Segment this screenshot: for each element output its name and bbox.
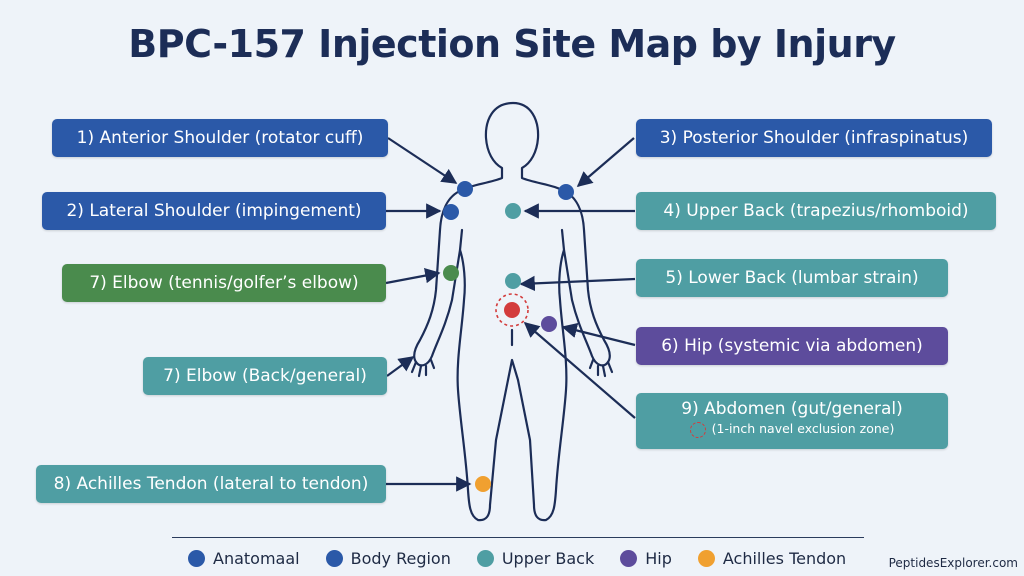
legend-item: Upper Back [476, 548, 595, 568]
site-elbow [443, 265, 459, 281]
callout-lateral-shoulder: 2) Lateral Shoulder (impingement) [42, 192, 386, 230]
site-lateral-shoulder [443, 204, 459, 220]
torso-arm-gap-right [560, 228, 566, 252]
head-outline [413, 101, 611, 522]
callout-abdomen-note: (1-inch navel exclusion zone) [636, 420, 948, 438]
callout-abdomen-label: 9) Abdomen (gut/general) [681, 399, 903, 419]
arrow-hip [561, 322, 636, 347]
legend-dot-icon [620, 549, 638, 567]
legend-dot-icon [325, 549, 343, 567]
arrow-lower-back [519, 275, 636, 292]
legend-dot-icon [476, 549, 494, 567]
legend-dot-icon [697, 549, 715, 567]
legend-item: Achilles Tendon [697, 548, 847, 568]
legend-item: Hip [620, 549, 672, 568]
legend-item: Anatomaal [188, 549, 300, 568]
arrow-abdomen [523, 321, 636, 419]
site-watermark: PeptidesExplorer.com [888, 556, 1018, 570]
site-lower-back [505, 273, 521, 289]
arrow-posterior-shoulder [576, 137, 635, 188]
callout-hip: 6) Hip (systemic via abdomen) [636, 327, 948, 365]
page-title: BPC-157 Injection Site Map by Injury [128, 22, 896, 66]
callout-upper-back: 4) Upper Back (trapezius/rhomboid) [636, 192, 996, 230]
navel-exclusion-ring-icon [689, 421, 706, 438]
site-hip [541, 316, 557, 332]
site-navel-exclusion-ring [495, 293, 529, 327]
site-anterior-shoulder [457, 181, 473, 197]
legend-dot-icon [188, 549, 205, 567]
injection-sites [443, 181, 574, 492]
legend-label: Anatomaal [213, 548, 300, 568]
legend: Anatomaal Body Region Upper Back Hip Ach… [188, 546, 846, 570]
legend-divider [172, 537, 864, 538]
legend-label: Hip [645, 548, 672, 568]
site-achilles [475, 476, 491, 492]
arrow-anterior-shoulder [387, 137, 458, 184]
legend-label: Body Region [350, 548, 451, 568]
callout-elbow-tennis: 7) Elbow (tennis/golfer’s elbow) [62, 264, 386, 302]
torso-arm-gap-left [458, 228, 464, 252]
arrow-elbow-tennis [385, 268, 441, 285]
callout-abdomen-note-text: (1-inch navel exclusion zone) [711, 421, 895, 436]
site-posterior-shoulder [558, 184, 574, 200]
callout-achilles: 8) Achilles Tendon (lateral to tendon) [36, 465, 386, 503]
arrows [385, 137, 636, 492]
left-hand-fingers [410, 358, 436, 378]
arrow-elbow-back [386, 356, 415, 377]
legend-label: Upper Back [501, 548, 595, 568]
callout-anterior-shoulder: 1) Anterior Shoulder (rotator cuff) [52, 119, 388, 157]
site-upper-back [505, 203, 521, 219]
callout-abdomen: 9) Abdomen (gut/general) (1-inch navel e… [636, 393, 948, 449]
right-hand-fingers [588, 358, 614, 378]
callout-elbow-back: 7) Elbow (Back/general) [143, 357, 387, 395]
legend-label: Achilles Tendon [722, 548, 847, 568]
site-abdomen [504, 302, 520, 318]
callout-lower-back: 5) Lower Back (lumbar strain) [636, 259, 948, 297]
callout-posterior-shoulder: 3) Posterior Shoulder (infraspinatus) [636, 119, 992, 157]
legend-item: Body Region [325, 548, 451, 568]
